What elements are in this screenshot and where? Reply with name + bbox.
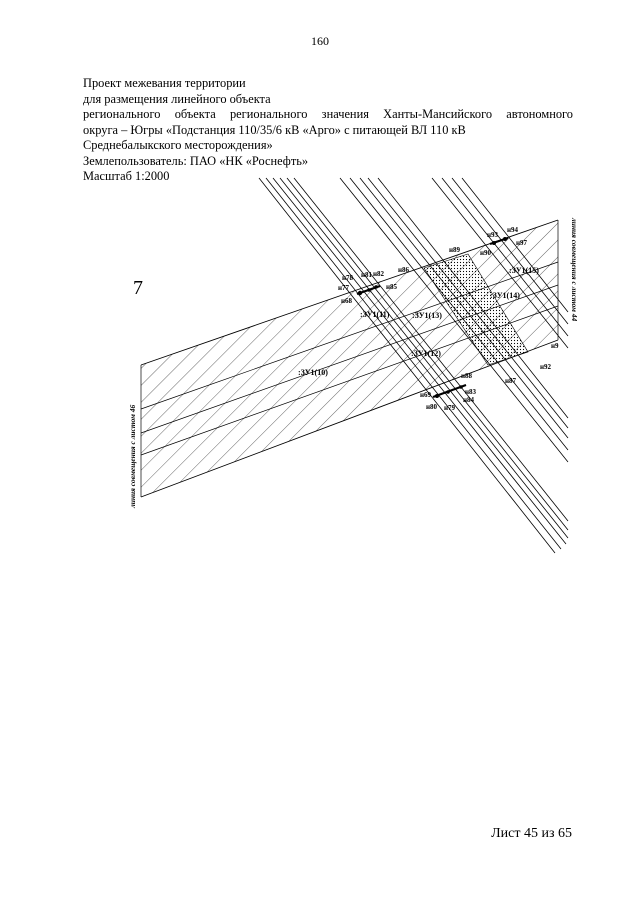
label-n92: н92	[540, 363, 552, 371]
label-n93: н93	[487, 231, 499, 239]
label-n69: н69	[420, 391, 432, 399]
handwritten-mark: 7	[133, 277, 143, 299]
land-user: Землепользователь: ПАО «НК «Роснефть»	[83, 153, 309, 168]
dotted-strip	[423, 253, 529, 366]
point-labels: н78 н81 н82 н77 н85 н68 н86 н89 н93 н94 …	[338, 226, 559, 412]
header-line-1: Проект межевания территории	[83, 76, 246, 90]
scale: Масштаб 1:2000	[83, 169, 170, 183]
label-n94: н94	[507, 226, 519, 234]
label-n88: н88	[461, 372, 473, 380]
zone-labels: :ЗУ1(10) :ЗУ1(11) :ЗУ1(13) :ЗУ1(12) :ЗУ1…	[298, 266, 539, 377]
zone-label-10: :ЗУ1(10)	[298, 368, 328, 377]
header-line-3: регионального объекта регионального знач…	[83, 107, 573, 121]
zone-label-11: :ЗУ1(11)	[360, 310, 390, 319]
label-n68: н68	[341, 297, 353, 305]
zone-label-15: :ЗУ1(15)	[509, 266, 539, 275]
zone-label-13: :ЗУ1(13)	[412, 311, 442, 320]
label-n85: н85	[386, 283, 398, 291]
label-n84: н84	[463, 396, 475, 404]
diagonal-corridors	[258, 177, 569, 554]
side-label-right: линия совмещения с листом 44	[570, 217, 579, 321]
header-line-2: для размещения линейного объекта	[83, 91, 271, 106]
label-n77: н77	[338, 284, 350, 292]
label-n83: н83	[465, 388, 477, 396]
side-label-left: линия совмещения с листом 46	[128, 405, 137, 509]
label-n78: н78	[342, 274, 354, 282]
label-n86: н86	[398, 266, 410, 274]
label-n89: н89	[449, 246, 461, 254]
label-n81: н81	[361, 271, 373, 279]
label-n90: н90	[480, 249, 492, 257]
label-n87: н87	[505, 377, 517, 385]
label-n80: н80	[426, 403, 438, 411]
header-line-5: Среднебалыкского месторождения»	[83, 138, 273, 152]
label-n97: н97	[516, 239, 528, 247]
header-line-4: округа – Югры «Подстанция 110/35/6 кВ «А…	[83, 122, 466, 137]
zone-label-12: :ЗУ1(12)	[411, 349, 441, 358]
sheet-label: Лист 45 из 65	[491, 826, 572, 841]
boundary-points	[357, 237, 507, 398]
label-n82: н82	[373, 270, 385, 278]
page-number: 160	[311, 34, 329, 48]
label-n79: н79	[444, 404, 456, 412]
label-n9: н9	[551, 342, 559, 350]
document-header: Проект межевания территории для размещен…	[83, 76, 573, 185]
zone-label-14: :ЗУ1(14)	[490, 291, 520, 300]
